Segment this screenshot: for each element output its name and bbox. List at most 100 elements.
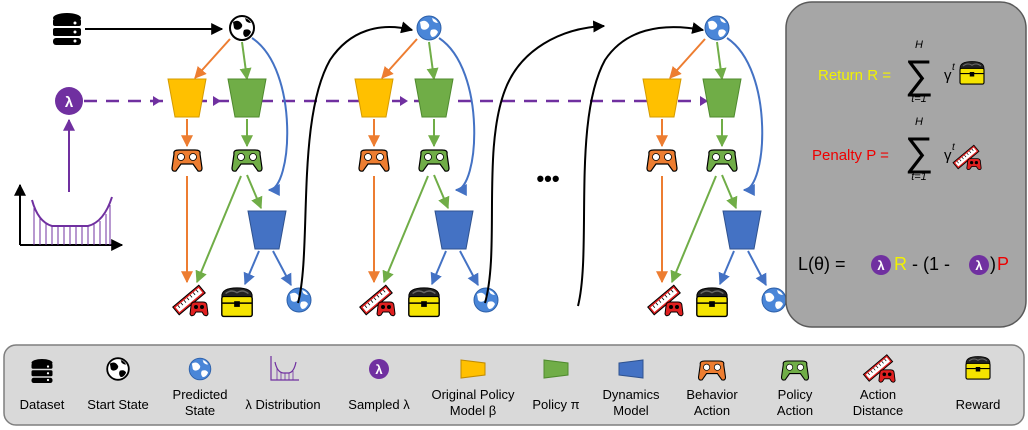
legend-item-12: Reward [956, 355, 1001, 412]
legend-panel [3, 344, 1025, 426]
lambda-broadcast-arrowheads [153, 96, 708, 106]
start-state-icon [229, 15, 255, 41]
legend-label: Policy [778, 387, 813, 402]
database-icon [31, 359, 53, 383]
state-to-pi-arrow-2 [426, 41, 439, 81]
dynamics-to-next-state-arrow-3 [747, 250, 767, 287]
legend-label: Action [860, 387, 896, 402]
legend-label: Action [777, 403, 813, 418]
legend-label: Reward [956, 397, 1001, 412]
legend-label: Action [694, 403, 730, 418]
legend-label: Policy π [532, 397, 579, 412]
penalty-formula: Penalty P = H ∑ t=1 γ t [812, 116, 982, 183]
next-state-icon-3 [761, 287, 787, 313]
loss-mid: - (1 - [907, 254, 955, 274]
original-policy-model-3 [642, 78, 682, 118]
policy-action-to-dynamics-arrow-1 [246, 174, 263, 210]
legend-item-7: Policy π [532, 359, 580, 412]
legend-label: Behavior [686, 387, 738, 402]
legend-label: Original Policy [431, 387, 515, 402]
loss-formula: L(θ) = λ R - (1 - λ ) P [798, 254, 1009, 275]
legend-label: Sampled λ [348, 397, 410, 412]
legend-label: Dynamics [602, 387, 660, 402]
loss-lambda-circle-1 [871, 255, 891, 275]
behavior-action-icon-2 [358, 149, 390, 172]
ellipsis: ••• [536, 166, 559, 191]
orange-trapezoid-icon [460, 359, 486, 379]
reward-icon-1 [221, 287, 253, 318]
loss-lambda-1: λ [877, 258, 885, 273]
dynamics-to-reward-arrow-1 [243, 250, 260, 286]
green-trapezoid-icon [543, 359, 569, 379]
dynamics-model-2 [434, 210, 474, 250]
penalty-gamma: γ [944, 147, 952, 164]
rollout-step-1 [167, 15, 312, 318]
legend-label: Start State [87, 397, 148, 412]
loss-lambda-circle-2 [969, 255, 989, 275]
dynamics-model-1 [247, 210, 287, 250]
loss-close: ) [990, 254, 996, 274]
policy-to-distance-arrow-2 [382, 175, 429, 284]
legend-label: Predicted [173, 387, 228, 402]
loss-r: R [894, 254, 907, 274]
penalty-exponent: t [952, 142, 956, 153]
lambda-distribution-plot [14, 183, 124, 251]
policy-model-2 [414, 78, 454, 118]
loss-lambda-2: λ [975, 258, 983, 273]
return-gamma: γ [944, 67, 952, 84]
policy-model-1 [227, 78, 267, 118]
globe-blue-icon [188, 357, 212, 381]
policy-action-icon-1 [231, 149, 263, 172]
policy-to-distance-arrow-1 [195, 175, 242, 284]
return-sigma: ∑ [905, 53, 934, 97]
return-exponent: t [952, 62, 956, 73]
dynamics-to-next-state-arrow-1 [272, 250, 292, 287]
penalty-sum-upper: H [915, 116, 923, 128]
rollout-step-2 [354, 15, 499, 318]
state-to-beta-arrow-3 [669, 38, 706, 79]
reward-icon-3 [696, 287, 728, 318]
rollout-step-3 [642, 15, 787, 318]
legend-label: Model β [450, 403, 497, 418]
policy-to-distance-arrow-3 [670, 175, 717, 284]
state-to-dynamics-arrow-3 [726, 37, 764, 196]
predicted-state-icon-2 [416, 15, 442, 41]
predicted-state-icon-3 [704, 15, 730, 41]
dynamics-model-3 [722, 210, 762, 250]
policy-action-to-dynamics-arrow-3 [721, 174, 738, 210]
legend-label: Distance [853, 403, 904, 418]
penalty-sum-lower: t=1 [911, 171, 927, 183]
legend-label: λ Distribution [245, 397, 320, 412]
behavior-action-icon-3 [646, 149, 678, 172]
sampled-lambda-symbol: λ [65, 94, 74, 111]
loss-p: P [997, 254, 1009, 274]
transition-arrow-3 [577, 22, 705, 307]
action-distance-icon-1 [172, 284, 209, 317]
state-to-pi-arrow-1 [239, 41, 252, 81]
legend-label: Dataset [20, 397, 65, 412]
blue-trapezoid-icon [618, 359, 644, 379]
legend-item-4: λ Distribution [245, 356, 321, 412]
transition-arrow-2 [484, 20, 606, 304]
behavior-action-icon-1 [171, 149, 203, 172]
state-to-beta-arrow-1 [194, 38, 231, 79]
original-policy-model-2 [354, 78, 394, 118]
original-policy-model-1 [167, 78, 207, 118]
state-to-beta-arrow-2 [381, 38, 418, 79]
policy-model-3 [702, 78, 742, 118]
state-to-dynamics-arrow-2 [438, 37, 476, 196]
policy-action-icon-3 [706, 149, 738, 172]
lambda-circle-icon: λ [369, 359, 389, 379]
svg-text:λ: λ [375, 362, 383, 377]
transition-arrow-1 [297, 21, 414, 304]
return-label: Return R = [818, 67, 891, 84]
action-distance-icon-3 [647, 284, 684, 317]
state-to-pi-arrow-3 [714, 41, 727, 81]
